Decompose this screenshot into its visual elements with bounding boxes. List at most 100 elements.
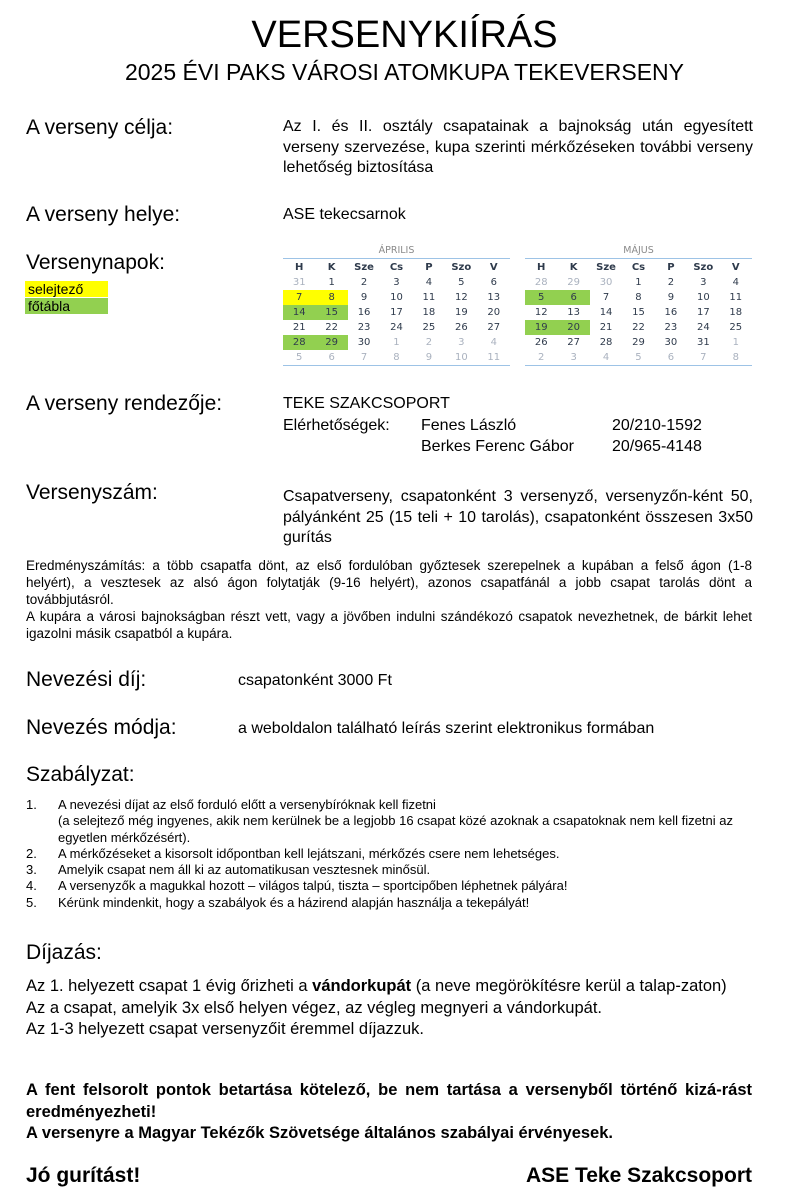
month-name: MÁJUS	[525, 244, 752, 259]
calendar-day: 7	[360, 352, 368, 363]
calendar-day: 26	[454, 322, 468, 333]
calendar-day-main: 5	[525, 290, 558, 305]
calendar-day: 20	[487, 307, 501, 318]
prize-paragraph-2: Az a csapat, amelyik 3x első helyen vége…	[26, 998, 602, 1017]
page-subtitle: 2025 ÉVI PAKS VÁROSI ATOMKUPA TEKEVERSEN…	[124, 59, 685, 85]
goal-heading: A verseny célja:	[26, 116, 174, 139]
calendar-day: 10	[696, 292, 710, 303]
calendar-day: 19	[454, 307, 468, 318]
venue-text: ASE tekecsarnok	[283, 206, 406, 223]
rule-content: Kérünk mindenkit, hogy a szabályok és a …	[58, 895, 529, 911]
calendar-day: 25	[729, 322, 743, 333]
rule-text: A mérkőzéseket a kisorsolt időpontban ke…	[58, 845, 560, 861]
goal-text: Az I. és II. osztály csapatainak a bajno…	[283, 118, 753, 176]
calendar-day: 3	[393, 277, 400, 288]
calendar-day: 22	[325, 322, 338, 333]
event-heading: Versenyszám:	[26, 481, 158, 504]
entry-method-text: a weboldalon található leírás szerint el…	[238, 720, 655, 737]
rule-content: Amelyik csapat nem áll ki az automatikus…	[58, 862, 430, 878]
calendar-day: 3	[700, 277, 707, 288]
calendar-day: 16	[664, 307, 678, 318]
weekday-header: V	[731, 261, 740, 273]
calendar-day: 9	[425, 352, 433, 363]
weekday-header: K	[327, 261, 336, 273]
calendar-day-main: 29	[315, 335, 348, 350]
calendar-day: 24	[390, 322, 403, 333]
calendar-day: 4	[602, 352, 610, 363]
weekday-header: Szo	[451, 261, 472, 273]
calendar-day-main: 28	[283, 335, 316, 350]
rule-number: 5.	[26, 894, 37, 910]
rule-number: 4.	[26, 878, 37, 894]
calendar-day: 11	[487, 352, 501, 363]
calendar-day: 30	[357, 337, 371, 348]
calendar-day: 8	[635, 292, 642, 303]
weekday-header: Cs	[631, 261, 646, 273]
footer-signature: ASE Teke Szakcsoport	[525, 1164, 752, 1187]
rule-text: Amelyik csapat nem áll ki az automatikus…	[58, 862, 431, 878]
prize-paragraph-1: Az 1. helyezett csapat 1 évig őrizheti a…	[26, 976, 752, 998]
calendar-day: 2	[667, 277, 675, 288]
rule-item: 3. Amelyik csapat nem áll ki az automatik…	[26, 862, 752, 878]
month-name: ÁPRILIS	[283, 244, 510, 259]
weekday-header: Cs	[389, 261, 404, 273]
calendar-day: 29	[567, 277, 580, 288]
venue-heading: A verseny helye:	[26, 203, 181, 226]
calendar-day: 17	[390, 307, 403, 318]
rule-content: A versenyzők a magukkal hozott – világos…	[58, 878, 567, 894]
calendar-day: 29	[632, 337, 645, 348]
calendar-day: 9	[667, 292, 675, 303]
prizes-heading: Díjazás:	[26, 941, 102, 964]
contact-phone: 20/210-1592	[612, 417, 702, 434]
calendar-day: 8	[732, 352, 739, 363]
weekday-header: Sze	[596, 261, 616, 273]
calendar-day: 4	[732, 277, 739, 288]
calendar-day: 2	[360, 277, 368, 288]
calendar-day: 7	[700, 352, 707, 363]
calendar-day: 17	[696, 307, 710, 318]
rules-list: 1.A nevezési díjat az első forduló előtt…	[26, 797, 752, 911]
calendar-day-qualifier: 7	[283, 290, 316, 305]
rule-item: 5. Kérünk mindenkit, hogy a szabályok és …	[26, 895, 752, 911]
calendar-day: 24	[696, 322, 710, 333]
rule-text: Kérünk mindenkit, hogy a szabályok és a …	[58, 894, 530, 910]
calendar-day: 28	[534, 277, 548, 288]
calendar-day: 6	[490, 277, 497, 288]
legend-main-draw: főtábla	[25, 298, 108, 314]
calendar-day: 16	[357, 307, 371, 318]
calendar-day: 1	[393, 337, 400, 348]
calendar-day: 2	[425, 337, 433, 348]
calendar-day: 27	[487, 322, 501, 333]
rule-item: 1.A nevezési díjat az első forduló előtt…	[26, 797, 752, 846]
calendar-day: 22	[632, 322, 645, 333]
prize-paragraph-3: Az 1-3 helyezett csapat versenyzőit érem…	[26, 1020, 425, 1038]
calendar-day-main: 14	[283, 305, 316, 320]
calendar-day: 25	[422, 322, 436, 333]
calendar-day: 3	[458, 337, 465, 348]
rule-note: (a selejtező még ingyenes, akik nem kerü…	[58, 813, 733, 845]
calendar-day: 10	[390, 292, 403, 303]
fee-text: csapatonként 3000 Ft	[238, 672, 392, 689]
calendar-day: 26	[534, 337, 548, 348]
rule-content: A nevezési díjat az első forduló előtt a…	[58, 797, 752, 846]
trophy-term: vándorkupát	[312, 977, 412, 995]
calendar-day: 5	[635, 352, 642, 363]
rule-number: 3.	[26, 862, 37, 878]
weekday-header: Sze	[354, 261, 374, 273]
footer-greeting: Jó gurítást!	[26, 1164, 141, 1187]
weekday-header: K	[569, 261, 578, 273]
days-heading: Versenynapok:	[26, 251, 165, 274]
calendar-day: 10	[454, 352, 468, 363]
calendar-day-qualifier: 8	[315, 290, 348, 305]
calendar-day: 2	[538, 352, 545, 363]
rule-text: A nevezési díjat az első forduló előtt a…	[58, 797, 436, 812]
calendar-day: 8	[393, 352, 400, 363]
calendar-day: 13	[567, 307, 580, 318]
entry-method-heading: Nevezés módja:	[26, 716, 177, 739]
